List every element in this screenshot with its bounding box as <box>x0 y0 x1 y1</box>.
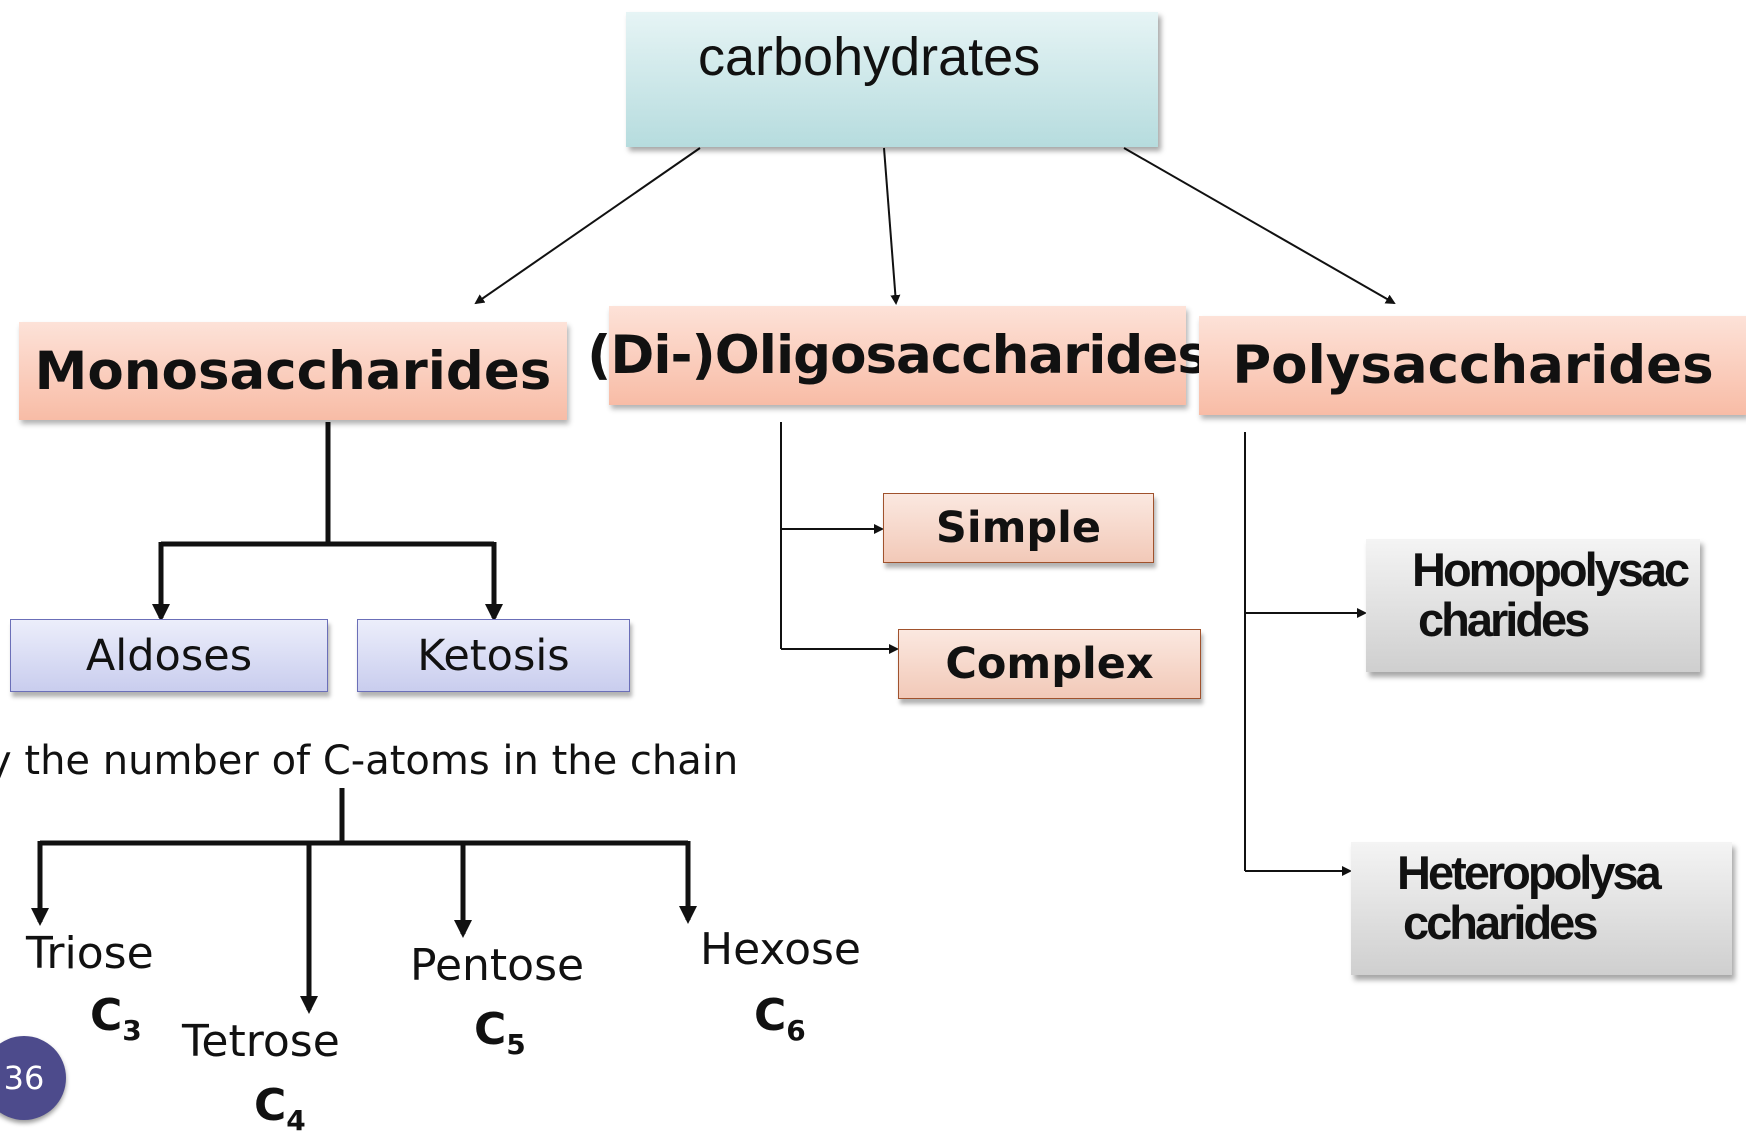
triose-label: Triose <box>26 928 154 979</box>
oligo-label: (Di-)Oligosaccharides <box>587 325 1209 386</box>
hexose-label: Hexose <box>700 924 861 975</box>
aldoses-label: Aldoses <box>85 630 253 681</box>
page-number-badge: 36 <box>0 1036 66 1120</box>
node-homopolysaccharides: Homopolysac charides <box>1366 539 1700 672</box>
ketosis-label: Ketosis <box>417 630 570 681</box>
node-aldoses: Aldoses <box>10 619 328 692</box>
arrow-root-to-mono <box>474 147 701 305</box>
homo-label-line-2: charides <box>1418 593 1590 646</box>
tetrose-formula: C4 <box>254 1080 306 1137</box>
tetrose-label: Tetrose <box>182 1016 340 1067</box>
arrow-root-to-oligo <box>883 147 901 305</box>
page-number: 36 <box>3 1059 45 1097</box>
homo-label-line-1: Homopolysac <box>1412 543 1690 596</box>
node-polysaccharides: Polysaccharides <box>1199 316 1746 415</box>
pentose-label: Pentose <box>410 940 585 991</box>
hetero-label-line-2: ccharides <box>1403 896 1598 949</box>
node-oligosaccharides: (Di-)Oligosaccharides <box>587 306 1209 405</box>
node-simple: Simple <box>883 493 1154 563</box>
pentose-formula: C5 <box>474 1004 526 1061</box>
simple-label: Simple <box>935 503 1102 553</box>
node-ketosis: Ketosis <box>357 619 630 692</box>
hexose-formula: C6 <box>754 990 806 1047</box>
root-label: carbohydrates <box>698 27 1041 87</box>
chain-caption: y the number of C-atoms in the chain <box>0 738 739 784</box>
mono-label: Monosaccharides <box>34 340 552 402</box>
node-complex: Complex <box>898 629 1201 699</box>
node-monosaccharides: Monosaccharides <box>19 322 567 420</box>
root-node-carbohydrates: carbohydrates <box>626 12 1158 147</box>
poly-label: Polysaccharides <box>1232 335 1714 396</box>
complex-label: Complex <box>945 639 1154 689</box>
node-heteropolysaccharides: Heteropolysa ccharides <box>1351 842 1732 975</box>
triose-formula: C3 <box>90 990 142 1047</box>
hetero-label-line-1: Heteropolysa <box>1397 846 1662 899</box>
arrow-root-to-poly <box>1123 147 1396 304</box>
